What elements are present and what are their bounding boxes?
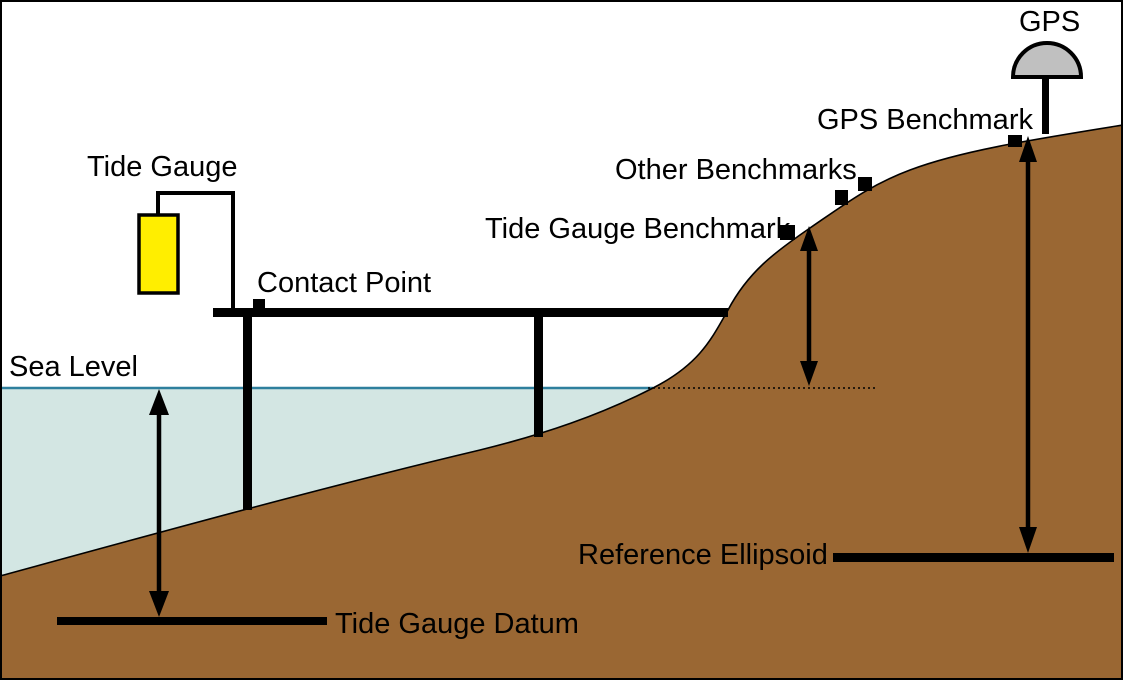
pier-deck [213,308,728,317]
label-reference-ellipsoid: Reference Ellipsoid [578,539,828,571]
gps-benchmark-marker [1008,135,1022,147]
label-gps-benchmark: GPS Benchmark [817,104,1033,136]
label-contact-point: Contact Point [257,267,432,299]
sea-water [2,389,653,576]
pier-post-right [534,317,543,437]
label-tide-gauge-datum: Tide Gauge Datum [335,608,579,640]
tide-gauge-icon [137,213,180,295]
gps-antenna-icon [1010,41,1084,79]
terrain [2,125,1121,678]
sea-level-to-datum-arrow [149,389,169,617]
tide-gauge-benchmark-marker [780,225,795,240]
label-gps: GPS [1019,6,1081,38]
other-benchmark-marker-lower [835,190,848,205]
other-benchmark-marker-upper [858,177,872,191]
label-tide-gauge: Tide Gauge [87,151,238,183]
pier-post-left [243,317,252,510]
gps-benchmark-to-ellipsoid-arrow [1019,136,1037,553]
benchmark-to-sea-level-arrow [800,226,818,386]
label-tide-gauge-benchmark: Tide Gauge Benchmark [485,213,791,245]
label-other-benchmarks: Other Benchmarks [615,154,857,186]
label-sea-level: Sea Level [9,351,138,383]
tide-gauge-datum-line [57,617,327,625]
tide-gauge-cable [156,191,235,308]
terrain-surface-outline [2,124,1121,577]
gps-pole [1042,77,1049,134]
reference-ellipsoid-line [833,553,1114,562]
contact-point-marker [253,299,265,309]
